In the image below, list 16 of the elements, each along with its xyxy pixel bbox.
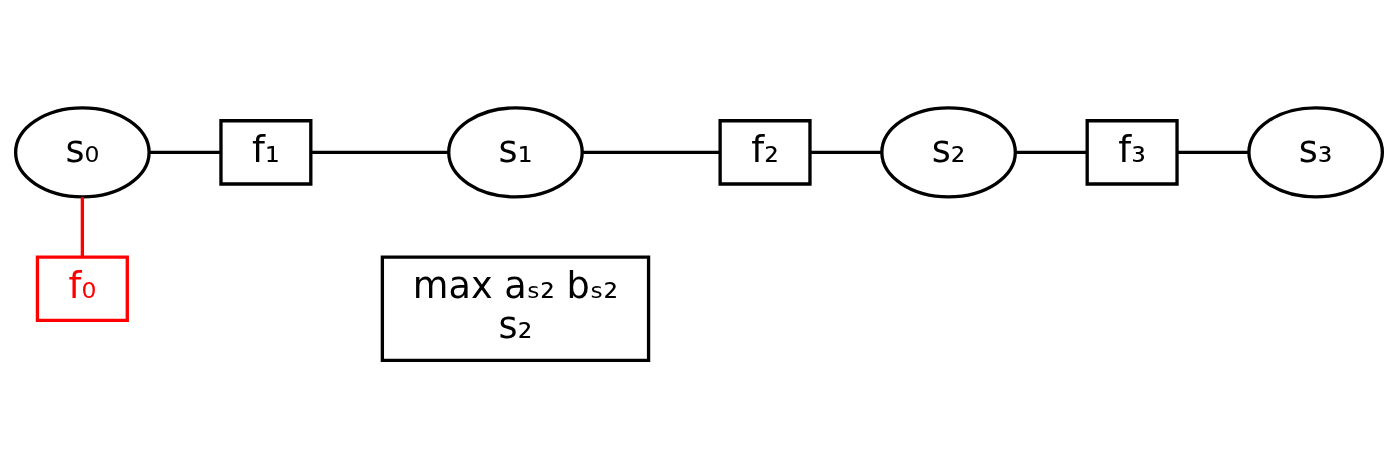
connector — [583, 150, 720, 154]
connector — [1177, 150, 1249, 154]
node-ellipse: s₁ — [447, 105, 584, 198]
node-ellipse: s₀ — [13, 105, 151, 198]
node-ellipse: s₃ — [1247, 105, 1385, 198]
connector — [149, 150, 221, 154]
connector — [311, 150, 449, 154]
node-box: f₃ — [1085, 118, 1179, 186]
node-box: f₁ — [219, 118, 313, 186]
node-box: f₀ — [35, 255, 129, 322]
connector — [80, 196, 85, 257]
node-box: max aₛ₂ bₛ₂ s₂ — [380, 255, 651, 362]
node-ellipse: s₂ — [880, 105, 1017, 198]
connector — [1015, 150, 1088, 154]
node-box: f₂ — [718, 118, 812, 186]
connector — [810, 150, 882, 154]
